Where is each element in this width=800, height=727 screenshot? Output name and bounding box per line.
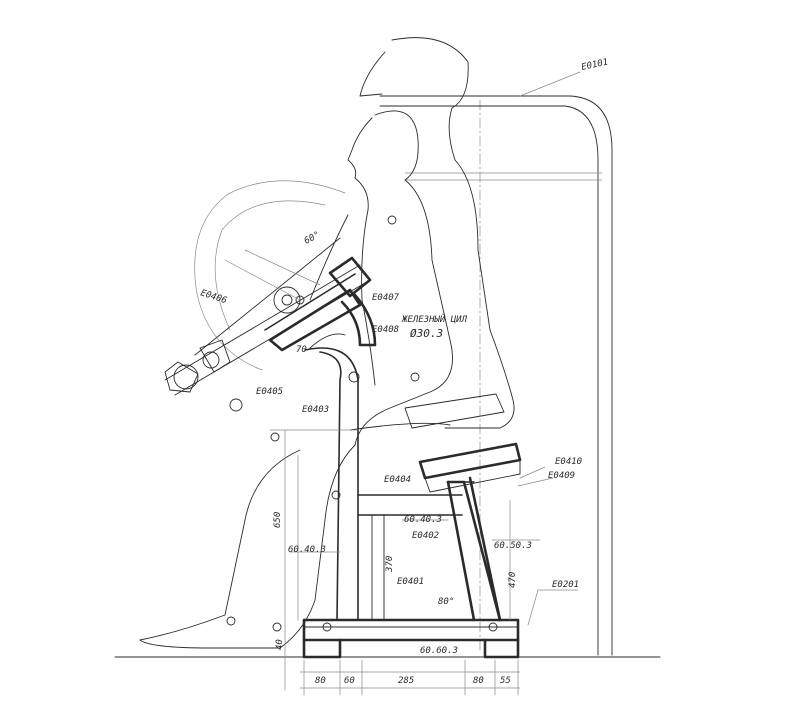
label-seat-bracket: E0402	[412, 531, 439, 541]
label-seat-post: E0409	[548, 471, 575, 481]
seat-pad	[404, 393, 522, 493]
annotations: 60° 80° 70 Ø30.3 ЖЕЛЕЗНЫЙ ЦИЛ	[296, 230, 468, 607]
angle-base-label: 80°	[438, 597, 454, 607]
seat-bracket	[357, 494, 463, 621]
dimension-values: 60.40.3 60.40.3 60.50.3 60.60.3 650 370 …	[273, 512, 532, 686]
label-back-pad: E0407	[372, 293, 400, 303]
label-column-base: E0401	[397, 577, 424, 587]
figure-cap	[359, 51, 386, 97]
dim-base-gap: 40	[275, 639, 285, 650]
dim-height-post: 470	[508, 572, 518, 588]
dim-column-section: 60.40.3	[288, 545, 326, 555]
label-floor-plate: E0201	[552, 580, 579, 590]
arm-swing-arc-inner	[214, 200, 326, 331]
pipe-note-label: ЖЕЛЕЗНЫЙ ЦИЛ	[401, 313, 468, 325]
seat-post	[446, 476, 502, 622]
dim-height-column: 370	[385, 556, 395, 573]
reference-markers	[226, 215, 420, 632]
dim-bottom-5: 55	[500, 676, 511, 686]
label-column-upper: E0404	[384, 475, 411, 485]
base-frame	[302, 618, 520, 659]
dim-bottom-3: 285	[398, 676, 414, 686]
dim-bottom-1: 80	[315, 676, 326, 686]
back-pad-assembly	[264, 256, 377, 352]
dim-base-section: 60.60.3	[420, 646, 458, 656]
dim-bottom-4: 80	[473, 676, 484, 686]
angle-top-label: 60°	[303, 230, 322, 246]
seated-figure	[139, 110, 453, 649]
label-arm-pivot: E0406	[199, 288, 228, 306]
rear-frame	[379, 95, 613, 656]
dim-bracket-section: 60.40.3	[404, 515, 442, 525]
label-arm-link: E0405	[256, 387, 283, 397]
arm-lever	[164, 237, 371, 412]
label-pad-block: E0408	[372, 325, 399, 335]
label-seat-pad: E0410	[555, 457, 582, 467]
dim-post-section: 60.50.3	[494, 541, 532, 551]
angle-small-label: 70	[296, 345, 307, 355]
dim-bottom-2: 60	[344, 676, 355, 686]
main-column	[304, 333, 360, 621]
label-column-mid: E0403	[302, 405, 329, 415]
label-frame-top: E0101	[581, 58, 610, 73]
dim-height-main: 650	[273, 512, 283, 528]
dimension-lines	[269, 71, 581, 696]
figure-outline-rear	[391, 37, 515, 429]
pipe-spec-label: Ø30.3	[410, 327, 443, 340]
